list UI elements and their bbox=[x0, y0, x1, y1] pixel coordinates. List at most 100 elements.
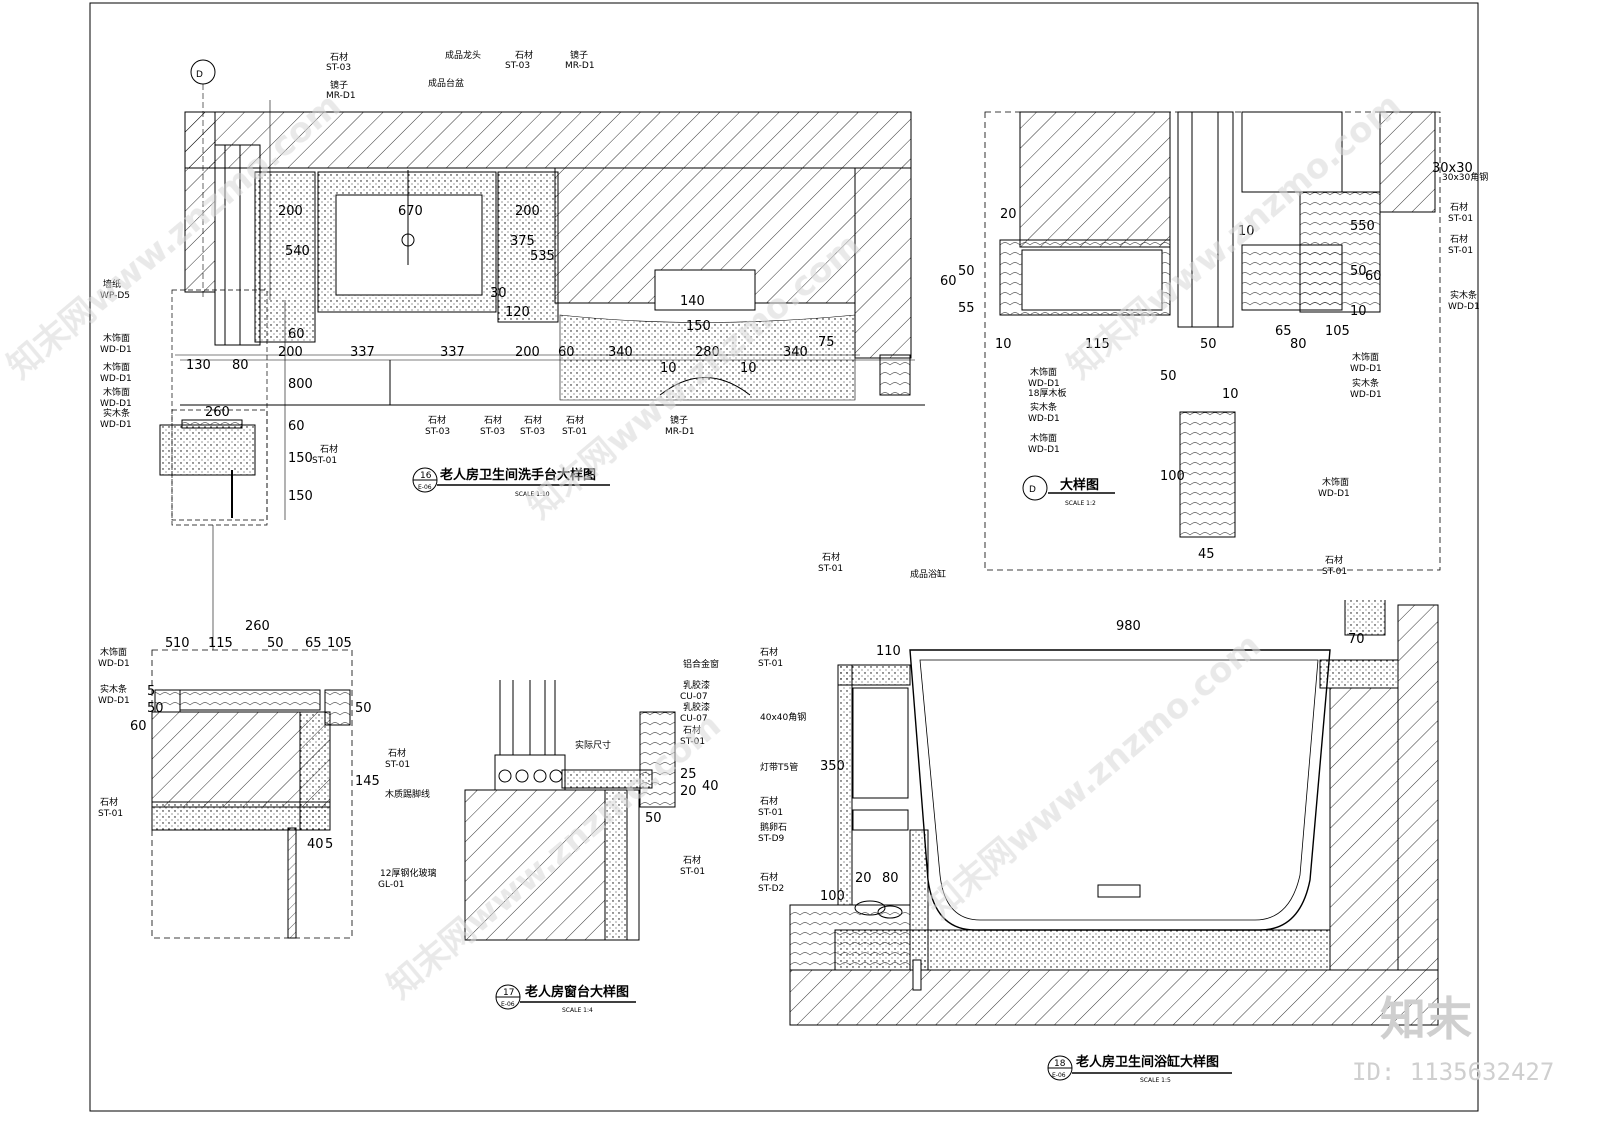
tag-name: 18厚木板 bbox=[1028, 387, 1066, 399]
basin-dimension-lines bbox=[175, 100, 860, 520]
tag-name: 石材 bbox=[760, 871, 778, 883]
tag-name: 石材 bbox=[566, 414, 584, 426]
tag-code: WD-D1 bbox=[1448, 302, 1480, 312]
dim-label: 10 bbox=[1350, 304, 1367, 319]
tag-name: 成品台盆 bbox=[428, 77, 464, 89]
dim-label: 200 bbox=[515, 345, 540, 360]
tag-code: ST-03 bbox=[480, 427, 505, 437]
dim-label: 10 bbox=[660, 361, 677, 376]
tag-code: ST-03 bbox=[425, 427, 450, 437]
bathtub-scale: SCALE 1:5 bbox=[1140, 1077, 1171, 1084]
tag-name: 实木条 bbox=[1030, 401, 1057, 413]
dim-label: 20 bbox=[855, 871, 872, 886]
tag-name: 石材 bbox=[100, 796, 118, 808]
tag-code: CU-07 bbox=[680, 692, 708, 702]
tag-name: 木饰面 bbox=[1030, 366, 1057, 378]
tag-code: MR-D1 bbox=[665, 427, 695, 437]
tag-name: 石材 bbox=[1450, 233, 1468, 245]
dim-label: 10 bbox=[173, 636, 190, 651]
tag-name: 石材 bbox=[822, 551, 840, 563]
bathtub-title: 老人房卫生间浴缸大样图 bbox=[1075, 1054, 1219, 1070]
dim-label: 65 bbox=[1275, 324, 1292, 339]
dim-label: 80 bbox=[1290, 337, 1307, 352]
tag-code: WD-D1 bbox=[100, 399, 132, 409]
tag-name: 乳胶漆 bbox=[683, 679, 710, 691]
dim-label: 260 bbox=[245, 619, 270, 634]
dim-label: 50 bbox=[147, 701, 164, 716]
tag-code: ST-01 bbox=[758, 659, 783, 669]
tag-code: ST-01 bbox=[1448, 214, 1473, 224]
basin-scale: SCALE 1:10 bbox=[515, 491, 550, 498]
dim-label: 337 bbox=[440, 345, 465, 360]
bathtub-ref-sheet: E-06 bbox=[1052, 1072, 1066, 1079]
tag-code: ST-03 bbox=[520, 427, 545, 437]
dim-label: 75 bbox=[818, 335, 835, 350]
dim-label: 40 bbox=[702, 779, 719, 794]
watermark-text: 知末网www.znzmo.com bbox=[380, 705, 729, 1007]
dim-label: 10 bbox=[995, 337, 1012, 352]
tag-name: 石材 bbox=[760, 646, 778, 658]
dim-label: 50 bbox=[355, 701, 372, 716]
tag-name: 石材 bbox=[320, 443, 338, 455]
dim-label: 70 bbox=[1348, 632, 1365, 647]
tag-name: 乳胶漆 bbox=[683, 701, 710, 713]
tag-code: WD-D1 bbox=[1028, 414, 1060, 424]
tag-code: ST-01 bbox=[818, 564, 843, 574]
dim-label: 100 bbox=[820, 889, 845, 904]
tag-name: 石材 bbox=[330, 51, 348, 63]
dim-label: 5 bbox=[147, 684, 155, 699]
dim-label: 50 bbox=[267, 636, 284, 651]
tag-code: ST-01 bbox=[680, 867, 705, 877]
tag-code: MR-D1 bbox=[565, 61, 595, 71]
dim-label: 50 bbox=[1200, 337, 1217, 352]
tag-code: ST-D9 bbox=[758, 834, 785, 844]
tag-name: 木饰面 bbox=[1352, 351, 1379, 363]
tag-code: WD-D1 bbox=[1028, 379, 1060, 389]
dim-label: 45 bbox=[1198, 547, 1215, 562]
dim-label: 150 bbox=[686, 319, 711, 334]
watermark-id: ID: 1135632427 bbox=[1352, 1058, 1554, 1086]
dim-label: 60 bbox=[940, 274, 957, 289]
dim-label: 60 bbox=[1365, 269, 1382, 284]
dim-label: 670 bbox=[398, 204, 423, 219]
basin-dims-inner: 200 670 200 30 120 140 150 10 10 bbox=[278, 204, 757, 376]
tag-name: 木饰面 bbox=[103, 386, 130, 398]
dim-label: 50 bbox=[1350, 264, 1367, 279]
tag-code: CU-07 bbox=[680, 714, 708, 724]
detail-dims: 20 60 50 55 10 115 50 80 10 50 100 45 10… bbox=[940, 161, 1473, 562]
dim-label: 80 bbox=[232, 358, 249, 373]
tag-code: MR-D1 bbox=[326, 91, 356, 101]
tag-name: 石材 bbox=[428, 414, 446, 426]
tag-code: ST-01 bbox=[98, 809, 123, 819]
tag-code: GL-01 bbox=[378, 880, 405, 890]
dim-label: 150 bbox=[288, 489, 313, 504]
dim-label: 50 bbox=[645, 811, 662, 826]
dim-label: 60 bbox=[130, 719, 147, 734]
tag-name: 木饰面 bbox=[1322, 476, 1349, 488]
dim-label: 10 bbox=[1238, 224, 1255, 239]
tag-name: 实木条 bbox=[100, 683, 127, 695]
tag-name: 木质踢脚线 bbox=[385, 788, 430, 800]
tag-name: 30x30角钢 bbox=[1442, 171, 1488, 183]
window-title: 老人房窗台大样图 bbox=[524, 984, 629, 1000]
bathtub-ref-num: 18 bbox=[1054, 1059, 1066, 1069]
tag-name: 木饰面 bbox=[1030, 432, 1057, 444]
tag-name: 墙纸 bbox=[103, 278, 121, 290]
dim-label: 280 bbox=[695, 345, 720, 360]
dim-label: 110 bbox=[876, 644, 901, 659]
window-scale: SCALE 1:4 bbox=[562, 1007, 593, 1014]
tag-code: ST-D2 bbox=[758, 884, 784, 894]
basin-dims-bottom: 130 80 200 337 337 200 60 340 280 340 75 bbox=[186, 335, 835, 373]
window-ref-num: 17 bbox=[503, 988, 514, 998]
dim-label: 340 bbox=[783, 345, 808, 360]
svg-text:D: D bbox=[1029, 485, 1036, 495]
tag-name: 木饰面 bbox=[103, 332, 130, 344]
dim-label: 40 bbox=[307, 837, 324, 852]
tag-code: WP-D5 bbox=[100, 291, 130, 301]
tag-code: WD-D1 bbox=[1350, 364, 1382, 374]
window-sill-section bbox=[464, 680, 676, 941]
tag-name: 鹅卵石 bbox=[760, 821, 787, 833]
dim-label: 550 bbox=[1350, 219, 1375, 234]
tag-name: 灯带T5管 bbox=[760, 761, 798, 773]
tag-code: WD-D1 bbox=[1350, 390, 1382, 400]
